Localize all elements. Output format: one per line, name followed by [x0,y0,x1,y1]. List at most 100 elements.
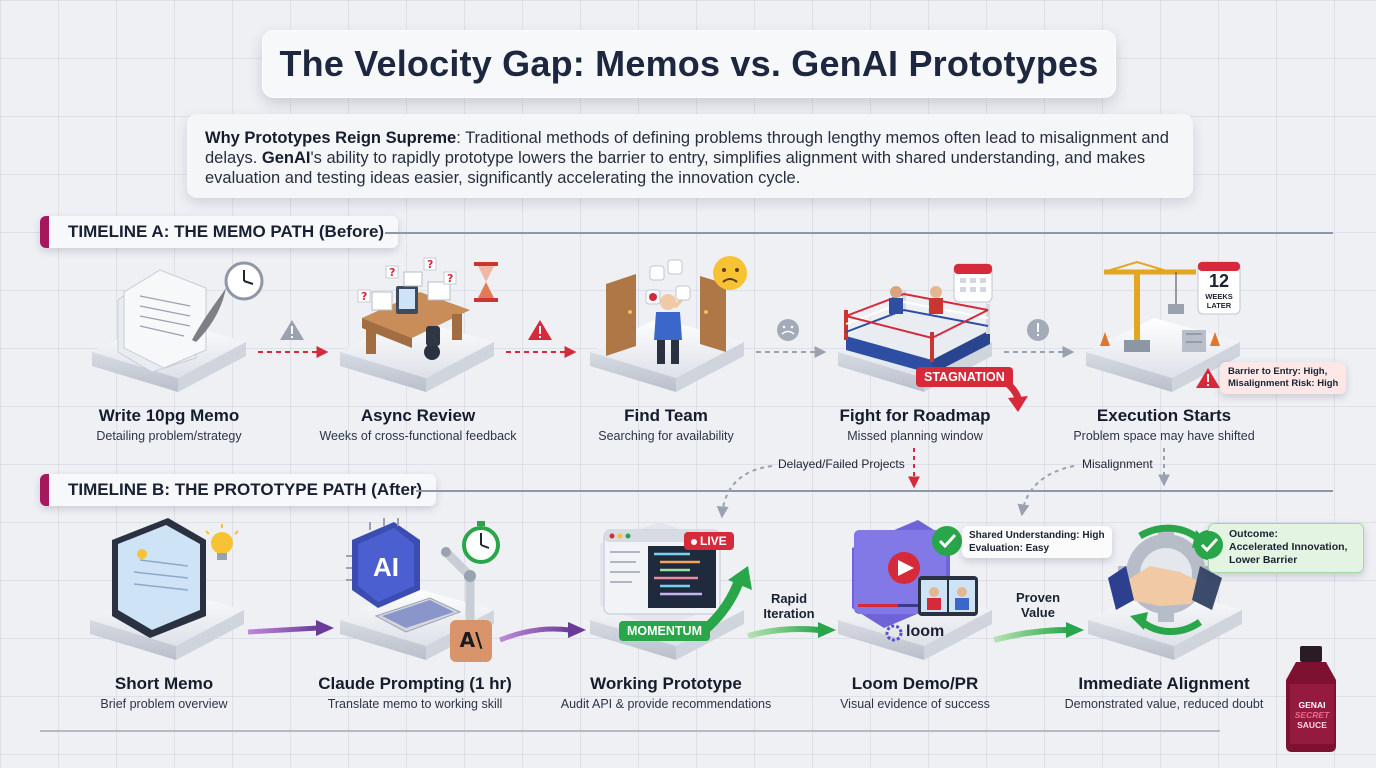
outcome-callout-line1: Outcome: [1229,528,1279,540]
rapid-label-1: Rapid [770,591,808,606]
bottle-label: GENAI SECRET SAUCE [1290,700,1334,730]
stopwatch-icon [462,521,500,564]
step-a2-sub: Weeks of cross-functional feedback [319,429,517,443]
misalignment-label: Misalignment [1082,457,1153,471]
step-b2-title: Claude Prompting (1 hr) [318,674,512,693]
connector-b2-b3 [499,622,586,643]
claude-logo-icon [450,620,492,662]
outcome-callout-line3: Lower Barrier [1229,554,1298,566]
check-circle-icon [932,526,962,556]
proven-label-2: Value [1021,605,1055,620]
outcome-callout: Outcome: Accelerated Innovation, Lower B… [1208,523,1364,573]
timeline-b-tab: TIMELINE B: THE PROTOTYPE PATH (After) [40,474,437,506]
proven-value-label: Proven Value [1006,590,1070,620]
step-a2: Async Review Weeks of cross-functional f… [303,406,533,443]
claude-logo-text: A\ [459,628,483,652]
shared-callout-line1: Shared Understanding: High [969,530,1105,541]
step-a3-title: Find Team [624,406,708,425]
warning-triangle-gray-icon [280,320,304,340]
svg-text:?: ? [389,266,395,279]
risk-callout-line2: Misalignment Risk: High [1228,378,1339,389]
shared-callout-line2: Evaluation: Easy [969,543,1050,554]
boxing-ring-icon [844,286,990,374]
connector-b3-b4 [747,622,836,639]
step-b4: Loom Demo/PR Visual evidence of success [800,674,1030,711]
warning-triangle-red-icon [528,320,552,340]
timeline-a-tab: TIMELINE A: THE MEMO PATH (Before) [40,216,399,248]
robot-arm-icon [441,547,476,623]
exclamation-circle-icon [1027,319,1049,341]
cross-connector-misalignment [1017,448,1170,517]
step-a1-title: Write 10pg Memo [98,406,240,425]
doors-icon [606,274,726,356]
avatar-bubbles-icon [645,259,691,305]
svg-text:?: ? [361,290,367,303]
step-b5: Immediate Alignment Demonstrated value, … [1049,674,1279,711]
person-icon [654,292,688,364]
step-b1: Short Memo Brief problem overview [49,674,279,711]
weeks-number: 12 [1208,271,1230,291]
bottom-rule [40,730,1220,732]
hourglass-icon [474,262,498,302]
risk-callout: Barrier to Entry: High, Misalignment Ris… [1220,362,1347,394]
momentum-badge: MOMENTUM [619,621,710,641]
step-a3-sub: Searching for availability [598,429,734,443]
step-b5-title: Immediate Alignment [1078,674,1250,693]
connector-b1-b2 [247,620,334,636]
ai-chip-label: AI [373,552,399,582]
timeline-a-label: TIMELINE A: THE MEMO PATH (Before) [68,222,385,241]
question-marks-icon: ? ? ? ? [357,257,457,303]
step-a1-sub: Detailing problem/strategy [96,429,242,443]
timeline-a-accent [40,216,49,248]
timeline-b-label: TIMELINE B: THE PROTOTYPE PATH (After) [68,480,423,499]
sauce-bottle-icon [1286,646,1336,752]
title-card: The Velocity Gap: Memos vs. GenAI Protot… [262,30,1116,98]
shared-understanding-callout: Shared Understanding: High Evaluation: E… [962,526,1112,558]
outcome-callout-line2: Accelerated Innovation, [1229,541,1348,553]
calendar-icon [953,263,993,303]
bottle-label-line3: SAUCE [1297,720,1327,730]
step-a4-sub: Missed planning window [847,429,983,443]
clock-icon [224,261,264,301]
svg-text:?: ? [447,272,453,285]
intro-genai: GenAI [261,149,311,167]
step-a4: Fight for Roadmap Missed planning window [800,406,1030,443]
step-b4-title: Loom Demo/PR [851,674,979,693]
worried-face-icon [713,256,747,290]
tablet-icon [112,518,206,638]
bottle-label-line1: GENAI [1298,700,1326,710]
proven-label-1: Proven [1015,590,1061,605]
weeks-later-text: WEEKS LATER [1205,292,1233,310]
intro-text-2: 's ability to rapidly prototype lowers t… [205,149,1146,187]
step-a4-title: Fight for Roadmap [839,406,991,425]
connector-b4-b5 [993,622,1084,643]
loom-logo-icon [885,624,903,642]
lightbulb-icon [205,524,239,560]
svg-text:?: ? [427,258,433,271]
live-dot-icon [691,538,697,545]
video-call-icon [918,576,978,616]
step-b2: Claude Prompting (1 hr) Translate memo t… [300,674,530,711]
step-b4-sub: Visual evidence of success [840,697,990,711]
intro-card: Why Prototypes Reign Supreme: Traditiona… [187,114,1193,198]
rapid-label-2: Iteration [763,606,815,621]
keyboard-icon [374,597,462,633]
step-a5: Execution Starts Problem space may have … [1049,406,1279,443]
intro-lead: Why Prototypes Reign Supreme [205,129,457,147]
desk-icon [362,286,470,360]
pedestal-a5 [1086,318,1240,392]
timeline-a-rule [385,232,1333,234]
step-b1-title: Short Memo [114,674,214,693]
live-badge-text: LIVE [700,534,727,548]
step-b2-sub: Translate memo to working skill [327,697,503,711]
frown-circle-icon [777,319,799,341]
quill-icon [192,288,226,342]
stagnation-badge: STAGNATION [916,367,1013,387]
delayed-label: Delayed/Failed Projects [778,457,905,471]
live-badge: LIVE [684,532,734,550]
step-b5-sub: Demonstrated value, reduced doubt [1064,697,1264,711]
document-stack-icon [371,271,451,311]
step-b1-sub: Brief problem overview [100,697,228,711]
crane-icon [1100,260,1220,352]
